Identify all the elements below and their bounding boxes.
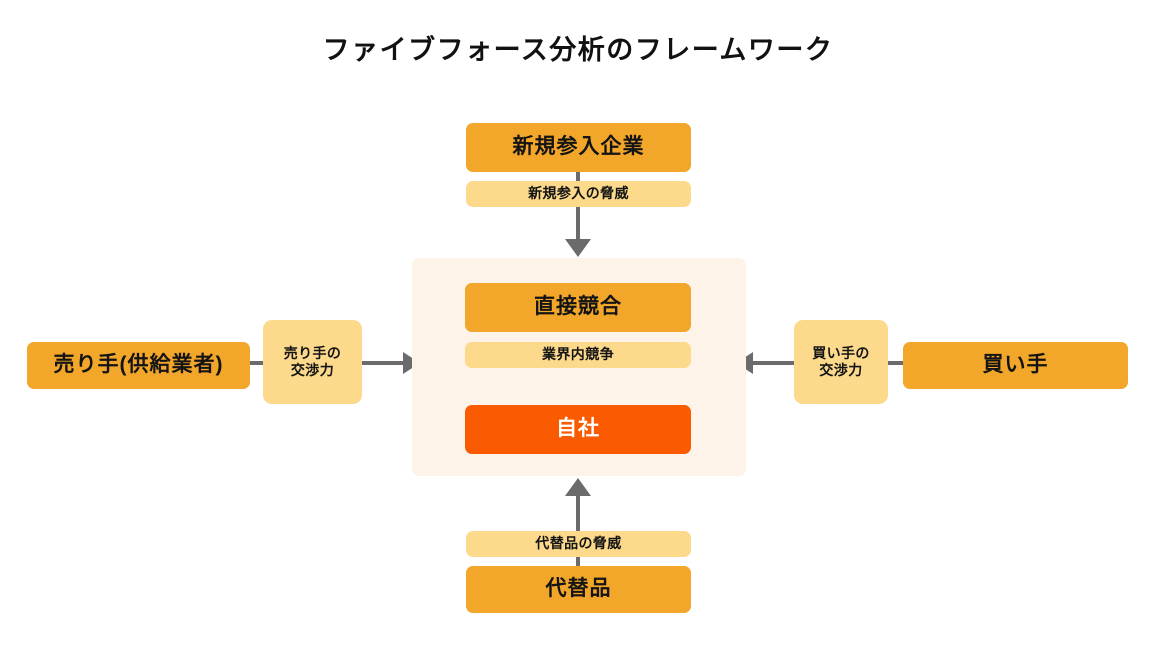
force-label-supplier-bargaining-power: 売り手の 交渉力 — [263, 320, 362, 404]
arrow-down-icon — [565, 239, 591, 257]
force-label-threat-of-new-entrants: 新規参入の脅威 — [466, 181, 691, 207]
connector-supplier-to-label — [248, 361, 265, 365]
supplier-label-line2: 交渉力 — [290, 362, 335, 378]
force-box-direct-competitors[interactable]: 直接競合 — [465, 283, 691, 332]
force-box-substitutes[interactable]: 代替品 — [466, 566, 691, 613]
connector-label-to-center-left — [360, 361, 405, 365]
diagram-title: ファイブフォース分析のフレームワーク — [322, 35, 834, 65]
connector-label-to-center-right — [752, 361, 796, 365]
force-box-suppliers[interactable]: 売り手(供給業者) — [27, 342, 250, 389]
connector-label-to-center-top — [576, 205, 580, 241]
supplier-label-line1: 売り手の — [283, 344, 342, 361]
force-box-new-entrants[interactable]: 新規参入企業 — [466, 123, 691, 172]
force-label-industry-rivalry: 業界内競争 — [465, 342, 691, 368]
arrow-up-icon — [565, 478, 591, 496]
connector-buyer-to-label — [886, 361, 905, 365]
force-box-buyers[interactable]: 買い手 — [903, 342, 1128, 389]
connector-entrant-to-label — [576, 170, 580, 184]
force-label-threat-of-substitutes: 代替品の脅威 — [466, 531, 691, 557]
connector-substitute-to-label — [576, 555, 580, 569]
force-box-own-company[interactable]: 自社 — [465, 405, 691, 454]
force-label-buyer-bargaining-power: 買い手の 交渉力 — [794, 320, 888, 404]
connector-label-to-center-bottom — [576, 488, 580, 533]
buyer-label-line1: 買い手の — [812, 344, 870, 361]
buyer-label-line2: 交渉力 — [819, 362, 863, 378]
